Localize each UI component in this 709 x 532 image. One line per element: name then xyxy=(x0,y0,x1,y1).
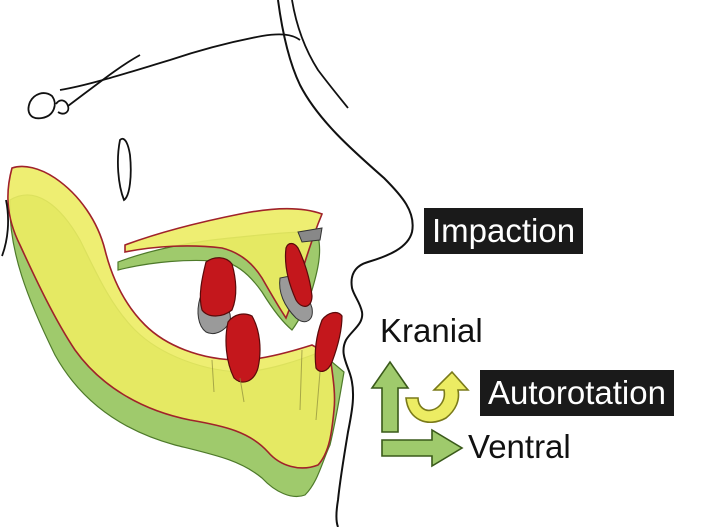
postop-mandible-shape xyxy=(7,165,336,469)
ventral-label: Ventral xyxy=(468,428,571,465)
upper-molar xyxy=(199,257,237,317)
lower-molar xyxy=(225,313,261,383)
condyle-outline xyxy=(1,199,9,257)
autorotation-label: Autorotation xyxy=(480,370,674,416)
pterygoid-outline xyxy=(117,137,132,202)
upper-incisor xyxy=(284,242,313,307)
soft-tissue-profile xyxy=(277,0,414,528)
preop-anterior-spine xyxy=(297,227,323,243)
orbit-line xyxy=(59,33,301,91)
kranial-label: Kranial xyxy=(380,312,483,349)
skull-outline xyxy=(291,0,349,109)
lower-incisor xyxy=(314,311,343,372)
sella-line xyxy=(67,54,141,107)
tooth-roots xyxy=(211,349,321,421)
sella-outline xyxy=(27,92,70,120)
autorotation-arrow xyxy=(405,370,470,423)
impaction-label: Impaction xyxy=(424,208,584,254)
ventral-arrow xyxy=(381,428,464,468)
kranial-arrow xyxy=(370,360,410,433)
